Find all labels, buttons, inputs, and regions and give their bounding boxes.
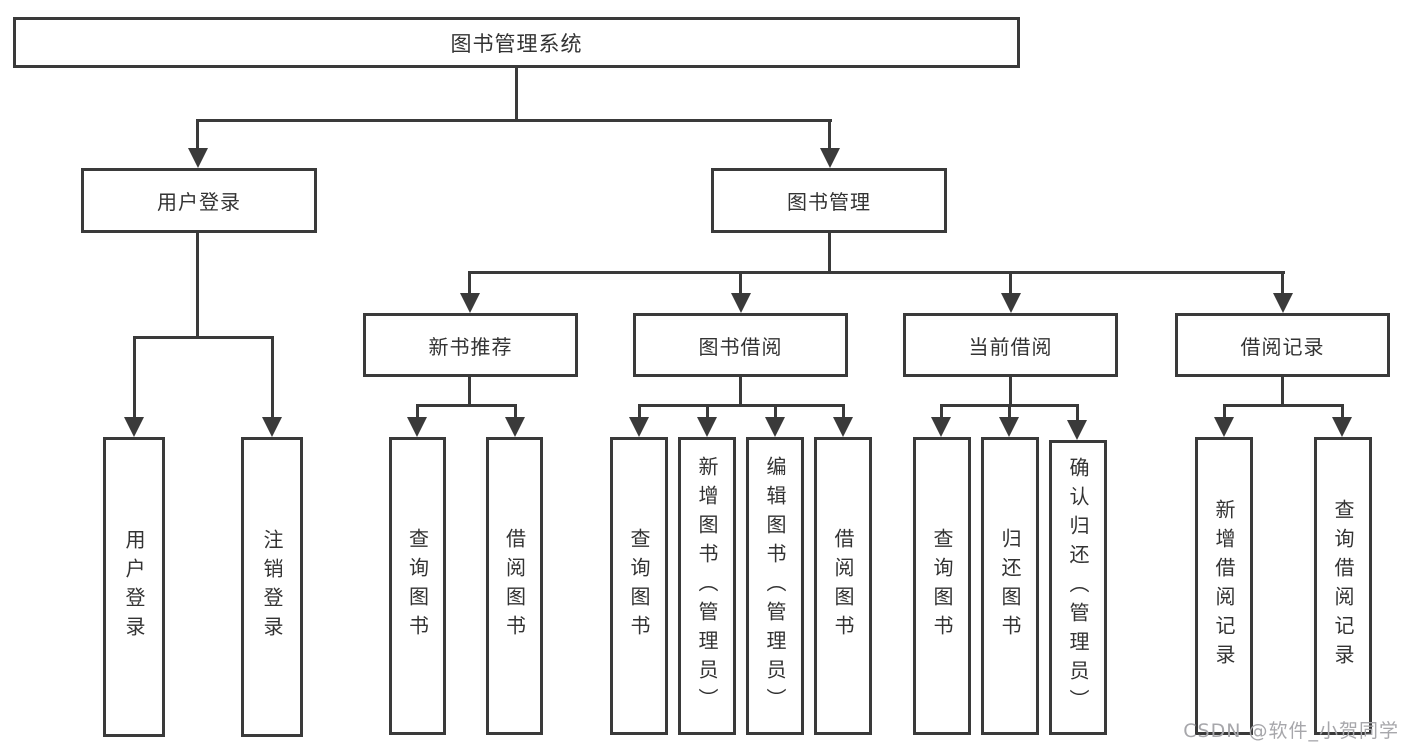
connector-line [828, 119, 831, 152]
connector-line [416, 404, 517, 407]
connector-line [468, 271, 1285, 274]
arrow-down-icon [931, 417, 951, 437]
node-current-borrow: 当前借阅 [903, 313, 1118, 377]
connector-line [1076, 404, 1079, 421]
node-label: 借阅图书 [831, 528, 855, 644]
connector-line [739, 377, 742, 406]
node-book-borrow: 图书借阅 [633, 313, 848, 377]
node-label: 新增图书（管理员） [695, 455, 719, 717]
connector-line [638, 404, 641, 421]
arrow-down-icon [407, 417, 427, 437]
node-label: 查询图书 [930, 528, 954, 644]
node-label: 确认归还（管理员） [1066, 457, 1090, 718]
arrow-down-icon [188, 148, 208, 168]
connector-line [133, 336, 136, 420]
node-leaf-add-books-admin: 新增图书（管理员） [678, 437, 736, 735]
node-label: 新书推荐 [428, 334, 513, 359]
watermark: CSDN @软件_小贺同学 [1183, 720, 1399, 742]
node-label: 查询图书 [627, 528, 651, 644]
connector-line [468, 377, 471, 406]
node-label: 编辑图书（管理员） [763, 455, 787, 717]
node-leaf-query-borrow-record: 查询借阅记录 [1314, 437, 1372, 735]
node-leaf-query-books-recommend: 查询图书 [389, 437, 446, 735]
node-label: 借阅记录 [1240, 334, 1325, 359]
connector-line [468, 271, 471, 295]
node-leaf-query-books-borrow: 查询图书 [610, 437, 668, 735]
node-label: 查询图书 [405, 528, 430, 644]
connector-line [196, 119, 199, 152]
node-label: 注销登录 [260, 529, 284, 645]
connector-line [1008, 404, 1011, 421]
connector-line [1281, 271, 1284, 295]
node-root-system: 图书管理系统 [13, 17, 1020, 68]
arrow-down-icon [124, 417, 144, 437]
node-leaf-confirm-return-admin: 确认归还（管理员） [1049, 440, 1107, 735]
arrow-down-icon [731, 293, 751, 313]
connector-line [638, 404, 845, 407]
node-label: 图书管理 [787, 190, 871, 214]
arrow-down-icon [460, 293, 480, 313]
node-label: 当前借阅 [968, 334, 1053, 359]
connector-line [1281, 377, 1284, 406]
node-leaf-logout: 注销登录 [241, 437, 303, 737]
node-leaf-user-login: 用户登录 [103, 437, 165, 737]
connector-line [1223, 404, 1226, 421]
arrow-down-icon [833, 417, 853, 437]
connector-line [196, 119, 832, 122]
arrow-down-icon [820, 148, 840, 168]
node-label: 用户登录 [157, 190, 241, 214]
node-label: 图书管理系统 [450, 31, 583, 56]
node-leaf-borrow-books-recommend: 借阅图书 [486, 437, 543, 735]
arrow-down-icon [629, 417, 649, 437]
connector-line [514, 404, 517, 421]
node-user-login-branch: 用户登录 [81, 168, 317, 233]
node-leaf-return-books: 归还图书 [981, 437, 1039, 735]
node-label: 借阅图书 [502, 528, 527, 644]
arrow-down-icon [1001, 293, 1021, 313]
connector-line [940, 404, 943, 421]
arrow-down-icon [262, 417, 282, 437]
connector-line [196, 233, 199, 338]
connector-line [416, 404, 419, 421]
connector-line [515, 68, 518, 121]
node-label: 归还图书 [998, 528, 1022, 644]
connector-line [706, 404, 709, 421]
node-leaf-borrow-books: 借阅图书 [814, 437, 872, 735]
connector-line [1009, 377, 1012, 406]
arrow-down-icon [765, 417, 785, 437]
arrow-down-icon [1273, 293, 1293, 313]
node-label: 用户登录 [122, 529, 146, 645]
connector-line [1341, 404, 1344, 421]
connector-line [739, 271, 742, 295]
node-leaf-query-books-current: 查询图书 [913, 437, 971, 735]
connector-line [133, 336, 274, 339]
node-label: 新增借阅记录 [1212, 499, 1236, 673]
connector-line [774, 404, 777, 421]
arrow-down-icon [1067, 420, 1087, 440]
connector-line [828, 233, 831, 274]
connector-line [842, 404, 845, 421]
connector-line [1223, 404, 1344, 407]
node-label: 查询借阅记录 [1331, 499, 1355, 673]
node-leaf-edit-books-admin: 编辑图书（管理员） [746, 437, 804, 735]
arrow-down-icon [999, 417, 1019, 437]
arrow-down-icon [505, 417, 525, 437]
node-book-management-branch: 图书管理 [711, 168, 947, 233]
arrow-down-icon [1332, 417, 1352, 437]
node-leaf-add-borrow-record: 新增借阅记录 [1195, 437, 1253, 735]
node-label: 图书借阅 [698, 334, 783, 359]
connector-line [1009, 271, 1012, 295]
node-new-book-recommend: 新书推荐 [363, 313, 578, 377]
arrow-down-icon [1214, 417, 1234, 437]
connector-line [271, 336, 274, 420]
node-borrow-records: 借阅记录 [1175, 313, 1390, 377]
arrow-down-icon [697, 417, 717, 437]
